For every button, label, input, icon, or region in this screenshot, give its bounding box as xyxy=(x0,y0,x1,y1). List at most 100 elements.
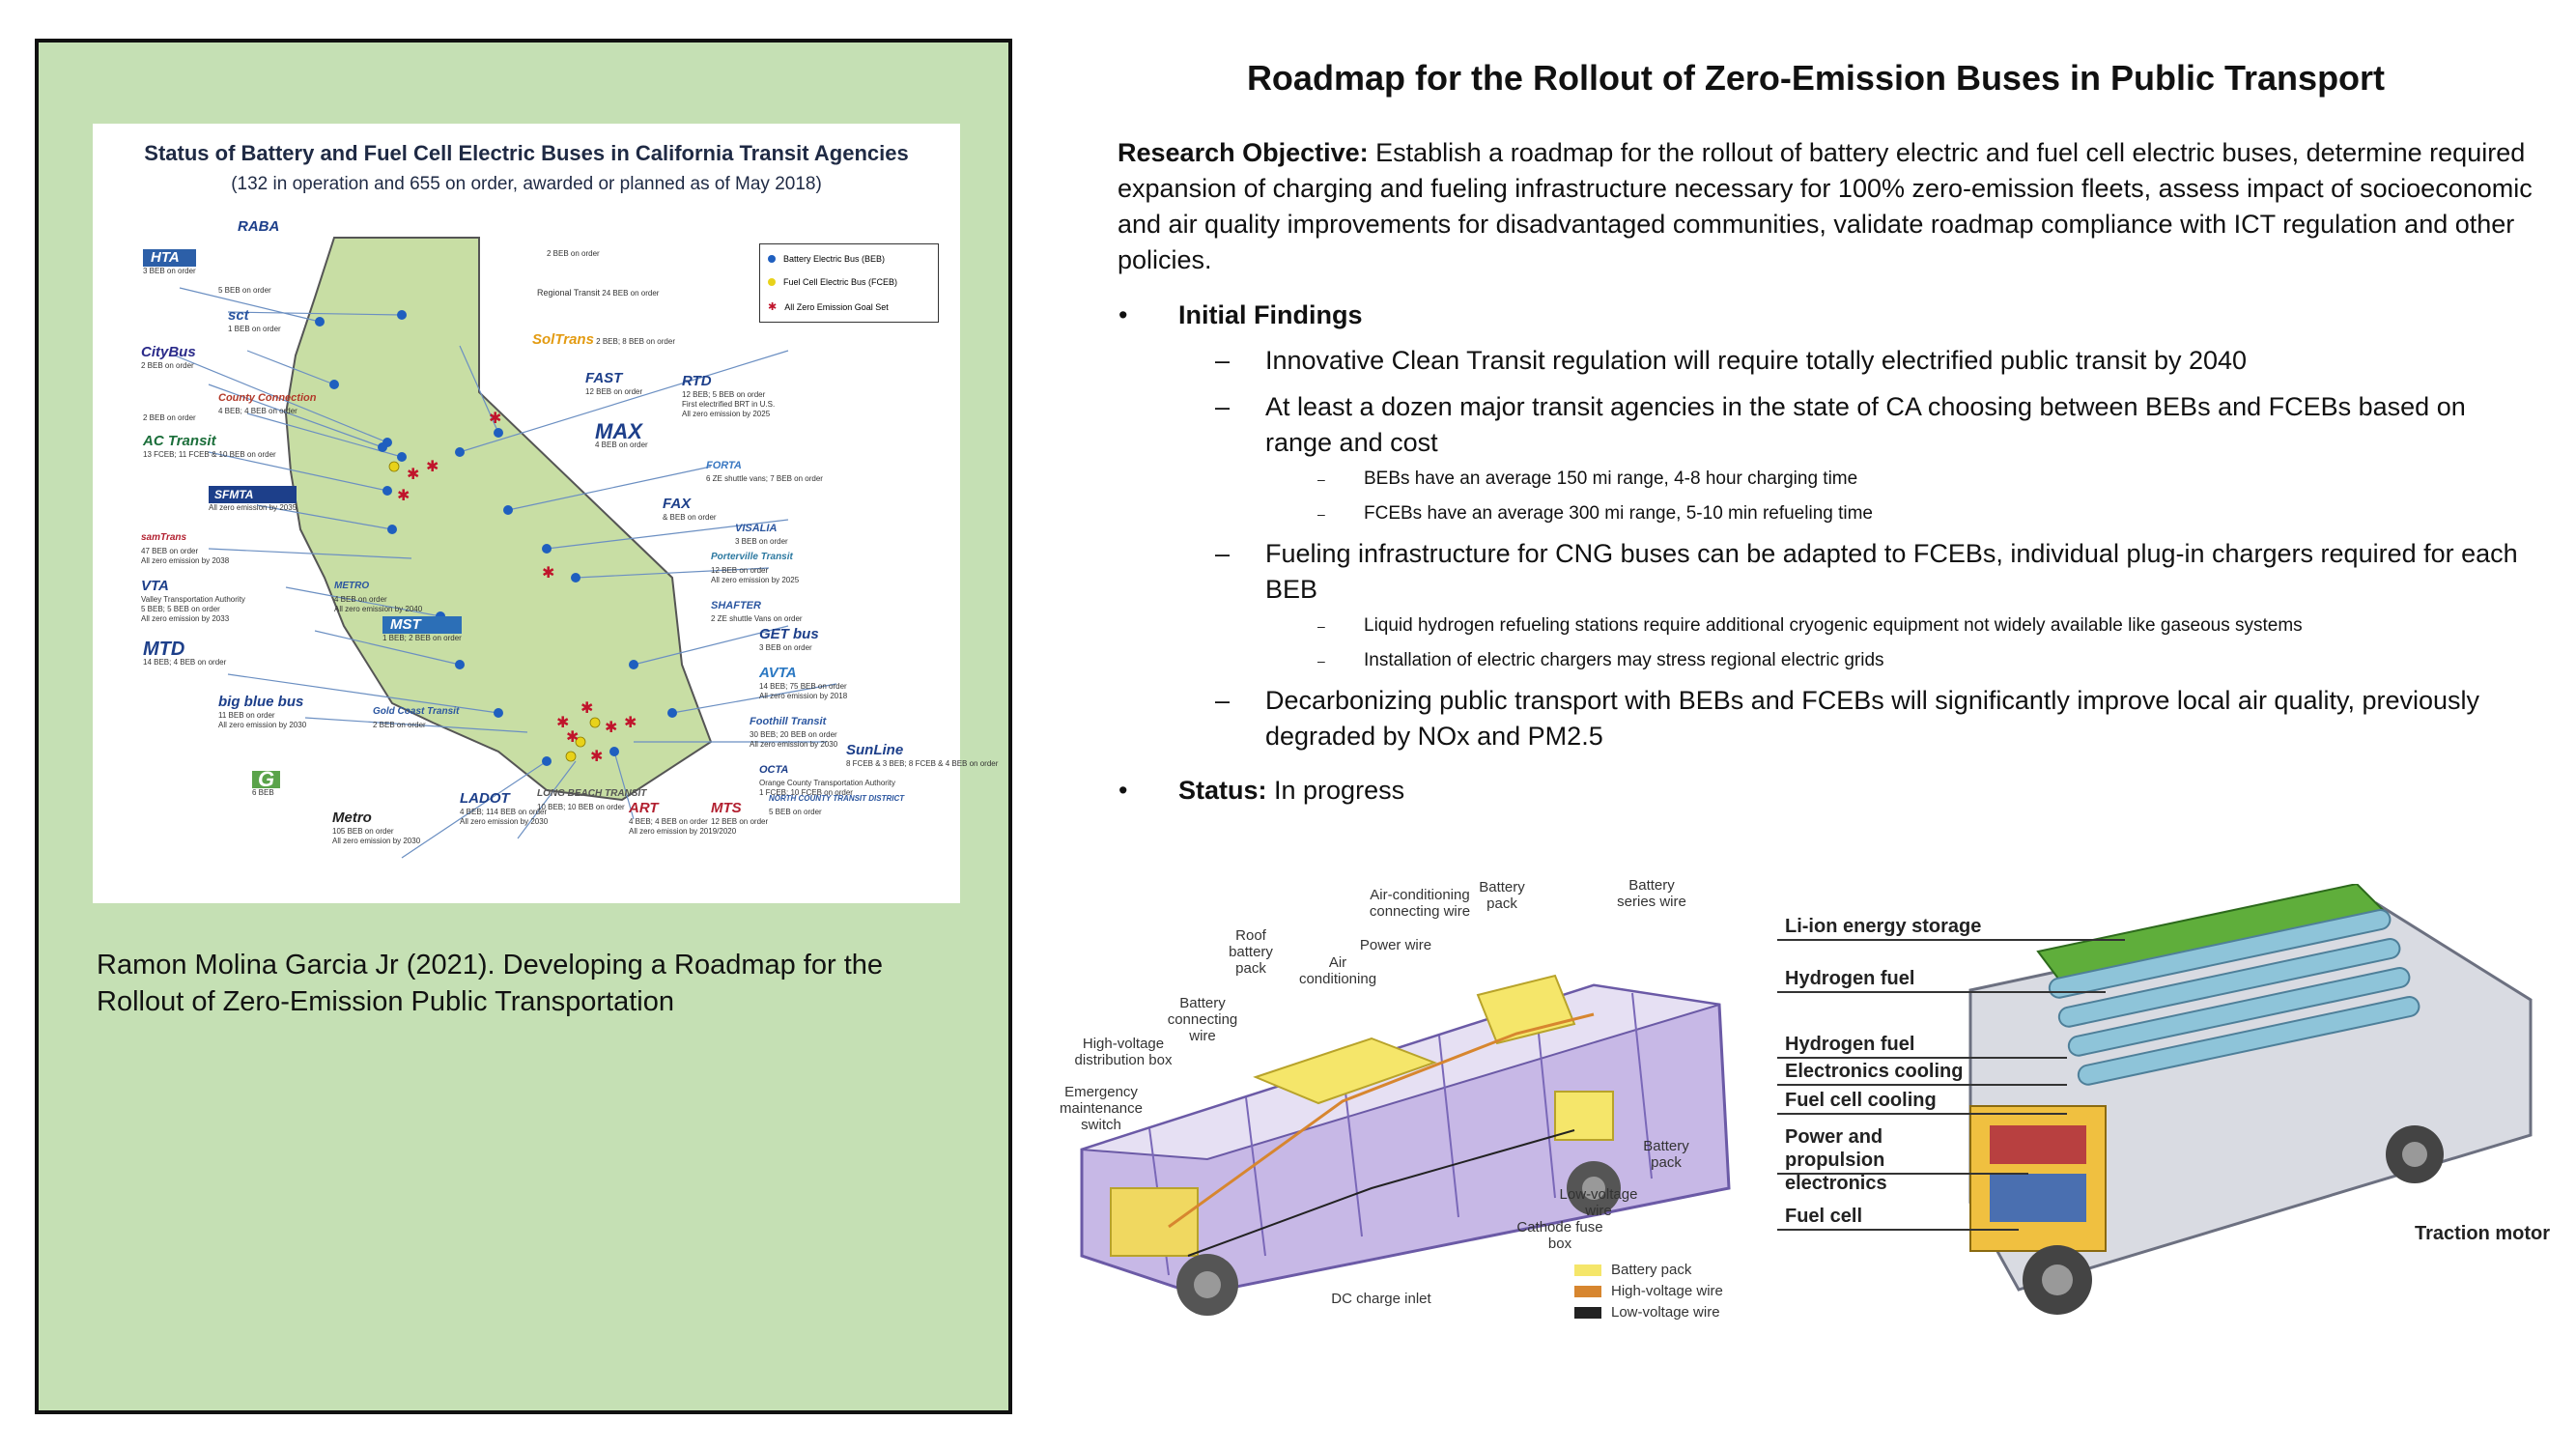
label-li-ion: Li-ion energy storage xyxy=(1785,916,1982,937)
page-title: Roadmap for the Rollout of Zero-Emission… xyxy=(1246,58,2386,98)
fceb-illustration xyxy=(1777,882,2533,1315)
svg-text:✱: ✱ xyxy=(590,747,603,765)
citation: Ramon Molina Garcia Jr (2021). Developin… xyxy=(97,950,884,1017)
beb-legend-battery: Battery pack xyxy=(1574,1262,1691,1278)
legend-fceb: Fuel Cell Electric Bus (FCEB) xyxy=(768,277,897,287)
status-line: •Status: In progress xyxy=(1118,776,1405,805)
beb-diagram: Air-conditioning connecting wire Battery… xyxy=(1053,869,1758,1343)
finding-3: –Fueling infrastructure for CNG buses ca… xyxy=(1215,539,2518,604)
svg-text:✱: ✱ xyxy=(426,457,439,475)
legend-beb: Battery Electric Bus (BEB) xyxy=(768,254,885,264)
label-power-wire: Power wire xyxy=(1359,937,1432,953)
beb-markers xyxy=(315,310,677,766)
map-subtitle: (132 in operation and 655 on order, awar… xyxy=(231,174,822,194)
label-hv-box: High-voltage distribution box xyxy=(1074,1036,1173,1068)
svg-text:✱: ✱ xyxy=(407,465,419,483)
california-outline xyxy=(284,237,713,802)
objective-label: Research Objective: xyxy=(1118,138,1369,167)
label-electronics-cooling: Electronics cooling xyxy=(1785,1061,1964,1082)
agency-green: 2 BEB on order xyxy=(143,413,196,422)
agency-ukiah: 2 BEB on order xyxy=(547,249,600,258)
fceb-markers xyxy=(388,461,601,762)
svg-text:✱: ✱ xyxy=(397,486,410,504)
finding-2: –At least a dozen major transit agencies… xyxy=(1215,392,2466,457)
svg-text:✱: ✱ xyxy=(556,713,569,731)
subfinding-4: –Installation of electric chargers may s… xyxy=(1317,650,1884,670)
finding-1: –Innovative Clean Transit regulation wil… xyxy=(1215,346,2248,375)
label-ac-wire: Air-conditioning connecting wire xyxy=(1369,887,1471,920)
svg-text:✱: ✱ xyxy=(566,727,579,746)
finding-4: –Decarbonizing public transport with BEB… xyxy=(1215,686,2480,751)
subfinding-3: –Liquid hydrogen refueling stations requ… xyxy=(1317,615,2303,636)
label-fuel-cell-cooling: Fuel cell cooling xyxy=(1785,1090,1937,1111)
label-traction-motor: Traction motor xyxy=(2415,1223,2551,1244)
beb-illustration xyxy=(1080,974,1731,1316)
svg-text:✱: ✱ xyxy=(489,409,501,427)
beb-legend-hv: High-voltage wire xyxy=(1574,1283,1723,1299)
label-dc-inlet: DC charge inlet xyxy=(1331,1291,1431,1307)
objective-text: Establish a roadmap for the rollout of b… xyxy=(1118,138,2533,274)
label-hydrogen-fuel-1: Hydrogen fuel xyxy=(1785,968,1915,989)
agency-soltrans: SolTrans 2 BEB; 8 BEB on order xyxy=(532,331,675,348)
label-roof-battery: Roof battery pack xyxy=(1229,927,1273,977)
label-air-conditioning: Air conditioning xyxy=(1298,954,1377,987)
label-power-propulsion: Power and propulsion electronics xyxy=(1785,1126,1887,1194)
svg-text:✱: ✱ xyxy=(580,698,593,717)
label-fuel-cell: Fuel cell xyxy=(1785,1206,1863,1227)
label-battery-pack-top: Battery pack xyxy=(1479,879,1525,912)
fceb-diagram: Li-ion energy storage Hydrogen fuel Hydr… xyxy=(1777,882,2569,1343)
subfinding-1: –BEBs have an average 150 mi range, 4-8 … xyxy=(1317,469,1858,489)
label-battery-series: Battery series wire xyxy=(1617,877,1686,910)
leader-lines xyxy=(174,287,837,859)
california-map-graphic: ✱✱✱ ✱✱✱ ✱✱✱ ✱✱ xyxy=(174,237,837,859)
map-legend: Battery Electric Bus (BEB) Fuel Cell Ele… xyxy=(759,243,939,323)
map-title: Status of Battery and Fuel Cell Electric… xyxy=(144,141,909,165)
findings-heading: •Initial Findings xyxy=(1118,300,1363,329)
beb-legend-lv: Low-voltage wire xyxy=(1574,1304,1720,1321)
subfinding-2: –FCEBs have an average 300 mi range, 5-1… xyxy=(1317,503,1873,524)
agency-fax: FAX& BEB on order xyxy=(663,496,717,522)
agency-raba: RABA xyxy=(238,218,280,235)
label-battery-connecting: Battery connecting wire xyxy=(1167,995,1238,1044)
svg-text:✱: ✱ xyxy=(542,563,554,582)
goal-markers: ✱✱✱ ✱✱✱ ✱✱✱ ✱✱ xyxy=(397,409,637,765)
label-battery-pack-side: Battery pack xyxy=(1643,1138,1689,1171)
label-hydrogen-fuel-2: Hydrogen fuel xyxy=(1785,1034,1915,1055)
svg-text:✱: ✱ xyxy=(624,713,637,731)
label-lv-wire: Low-voltage wire xyxy=(1559,1186,1638,1219)
agency-redding: 5 BEB on order xyxy=(218,286,271,295)
label-emergency: Emergency maintenance switch xyxy=(1060,1084,1143,1133)
research-objective: Research Objective: Establish a roadmap … xyxy=(1118,135,2547,278)
california-map-figure: ✱✱✱ ✱✱✱ ✱✱✱ ✱✱ Status of Battery and Fue… xyxy=(93,124,998,903)
